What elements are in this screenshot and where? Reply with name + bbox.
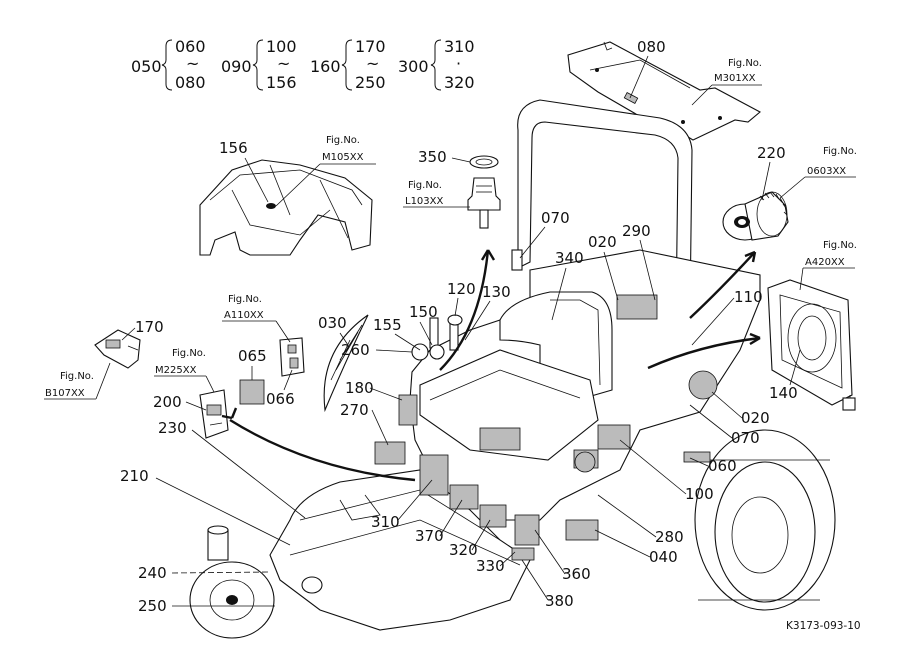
range-prefix-050: 050 — [131, 57, 162, 76]
callout-150: 150 — [409, 303, 438, 321]
figref-m301-label: Fig.No. — [728, 58, 762, 69]
figref-a420-code: A420XX — [805, 257, 845, 268]
callout-140: 140 — [769, 384, 798, 402]
callout-310: 310 — [371, 513, 400, 531]
range-bottom-250: 250 — [355, 73, 386, 92]
figref-0603-label: Fig.No. — [823, 146, 857, 157]
brace-1 — [161, 39, 173, 91]
callout-280: 280 — [655, 528, 684, 546]
grille-drawing — [767, 279, 856, 411]
roof-panel-drawing — [567, 41, 761, 141]
cab-frame-drawing — [199, 159, 373, 256]
callout-230: 230 — [158, 419, 187, 437]
range-top-170: 170 — [355, 37, 386, 56]
range-prefix-160: 160 — [310, 57, 341, 76]
figref-0603-code: 0603XX — [807, 166, 846, 177]
callout-040: 040 — [649, 548, 678, 566]
callout-070-a: 070 — [541, 209, 570, 227]
drawing-code: K3173-093-10 — [786, 620, 861, 632]
callout-250: 250 — [138, 597, 167, 615]
callout-080: 080 — [637, 38, 666, 56]
figref-m225-label: Fig.No. — [172, 348, 206, 359]
panel-a110-drawing — [279, 337, 305, 377]
callout-020-a: 020 — [588, 233, 617, 251]
callout-110: 110 — [734, 288, 763, 306]
callout-210: 210 — [120, 467, 149, 485]
figref-a110-label: Fig.No. — [228, 294, 262, 305]
callout-130: 130 — [482, 283, 511, 301]
figref-b107-code: B107XX — [45, 388, 85, 399]
callout-070-b: 070 — [731, 429, 760, 447]
callout-340: 340 — [555, 249, 584, 267]
range-top-100: 100 — [266, 37, 297, 56]
callout-220: 220 — [757, 144, 786, 162]
serial-range-header: 050 060 ~ 080 090 100 ~ 156 160 170 ~ 25… — [131, 37, 475, 92]
filler-cap-drawing — [467, 155, 501, 229]
callout-240: 240 — [138, 564, 167, 582]
callout-065: 065 — [238, 347, 267, 365]
range-prefix-090: 090 — [221, 57, 252, 76]
range-prefix-300: 300 — [398, 57, 429, 76]
callout-060: 060 — [708, 457, 737, 475]
bracket-170-drawing — [94, 329, 141, 369]
figref-l103-code: L103XX — [405, 196, 444, 207]
callout-200: 200 — [153, 393, 182, 411]
callout-100: 100 — [685, 485, 714, 503]
range-dot-4: · — [456, 54, 461, 73]
callout-120: 120 — [447, 280, 476, 298]
range-top-060: 060 — [175, 37, 206, 56]
callout-360: 360 — [562, 565, 591, 583]
arrow-cap-to-tank — [439, 249, 490, 371]
figref-m225-code: M225XX — [155, 365, 197, 376]
callout-260: 260 — [341, 341, 370, 359]
figref-m105-code: M105XX — [322, 152, 364, 163]
deflector-part — [323, 314, 369, 413]
arrow-grille — [647, 336, 761, 370]
callout-170: 170 — [135, 318, 164, 336]
callout-020-b: 020 — [741, 409, 770, 427]
callout-066: 066 — [266, 390, 295, 408]
plate-065 — [239, 379, 265, 405]
range-tilde-3: ~ — [366, 54, 379, 73]
range-bottom-080: 080 — [175, 73, 206, 92]
callout-156: 156 — [219, 139, 248, 157]
callout-290: 290 — [622, 222, 651, 240]
figref-m301-code: M301XX — [714, 73, 756, 84]
figref-l103-label: Fig.No. — [408, 180, 442, 191]
range-bottom-320: 320 — [444, 73, 475, 92]
brace-2 — [252, 39, 264, 91]
fan-drawing — [722, 191, 789, 241]
brace-3 — [341, 39, 353, 91]
range-bottom-156: 156 — [266, 73, 297, 92]
callout-370: 370 — [415, 527, 444, 545]
callout-270: 270 — [340, 401, 369, 419]
range-tilde-1: ~ — [186, 54, 199, 73]
callout-180: 180 — [345, 379, 374, 397]
part-200-drawing — [199, 389, 229, 439]
range-tilde-2: ~ — [277, 54, 290, 73]
figref-a110-code: A110XX — [224, 310, 264, 321]
callout-380: 380 — [545, 592, 574, 610]
figref-b107-label: Fig.No. — [60, 371, 94, 382]
callout-350: 350 — [418, 148, 447, 166]
figref-m105-label: Fig.No. — [326, 135, 360, 146]
tractor-body-drawing — [189, 99, 836, 639]
callout-320: 320 — [449, 541, 478, 559]
range-top-310: 310 — [444, 37, 475, 56]
callout-330: 330 — [476, 557, 505, 575]
callout-155: 155 — [373, 316, 402, 334]
brace-4 — [430, 39, 442, 91]
arrow-fan — [689, 251, 756, 319]
figref-a420-label: Fig.No. — [823, 240, 857, 251]
arrow-200-to-body — [229, 418, 416, 482]
callout-030: 030 — [318, 314, 347, 332]
